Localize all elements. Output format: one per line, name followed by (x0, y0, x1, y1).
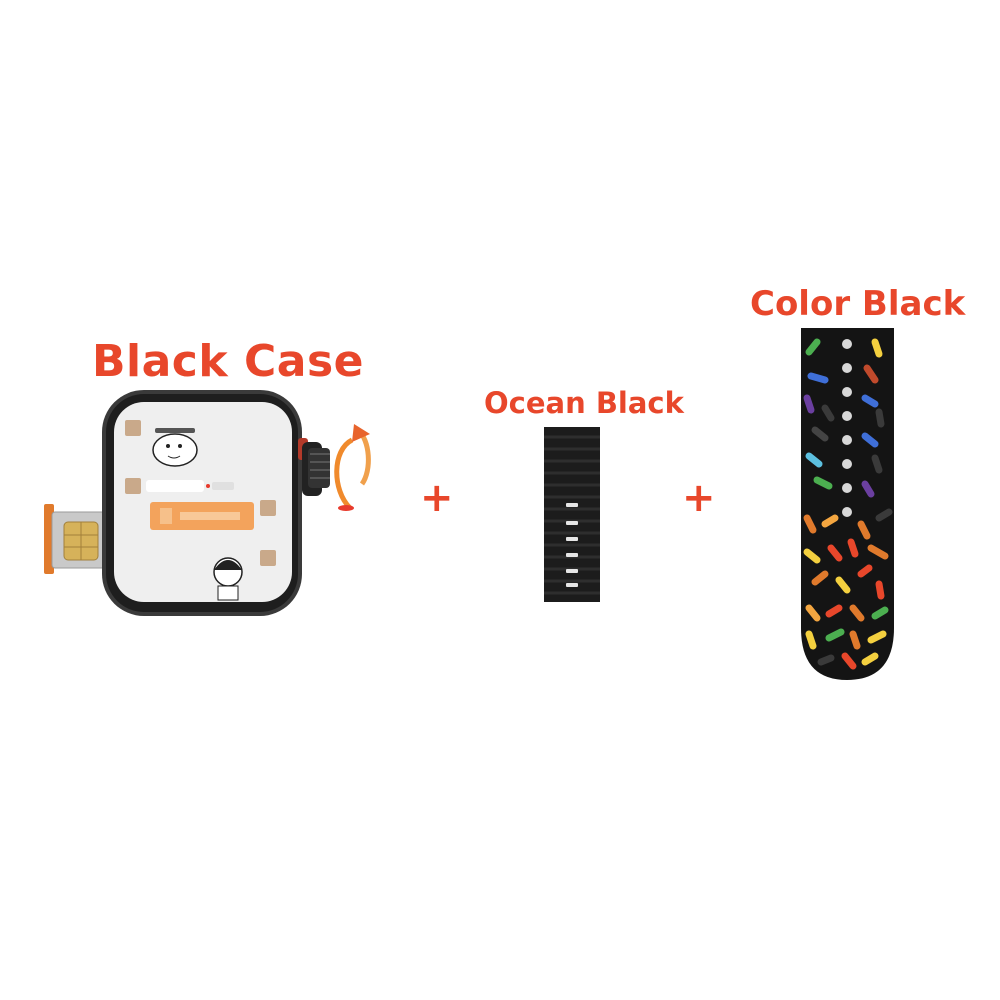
color-black-label: Color Black (750, 284, 966, 324)
ocean-black-label: Ocean Black (484, 386, 684, 420)
plus-sign: + (420, 475, 454, 521)
sim-tray-icon (44, 504, 117, 574)
digital-crown-icon (302, 442, 330, 496)
ocean-strap-image (540, 425, 602, 605)
rotate-arrow-icon (334, 424, 371, 511)
color-strap-image (795, 328, 900, 688)
black-case-label: Black Case (92, 336, 364, 387)
plus-sign: + (682, 475, 716, 521)
watch-case-image (40, 380, 400, 620)
